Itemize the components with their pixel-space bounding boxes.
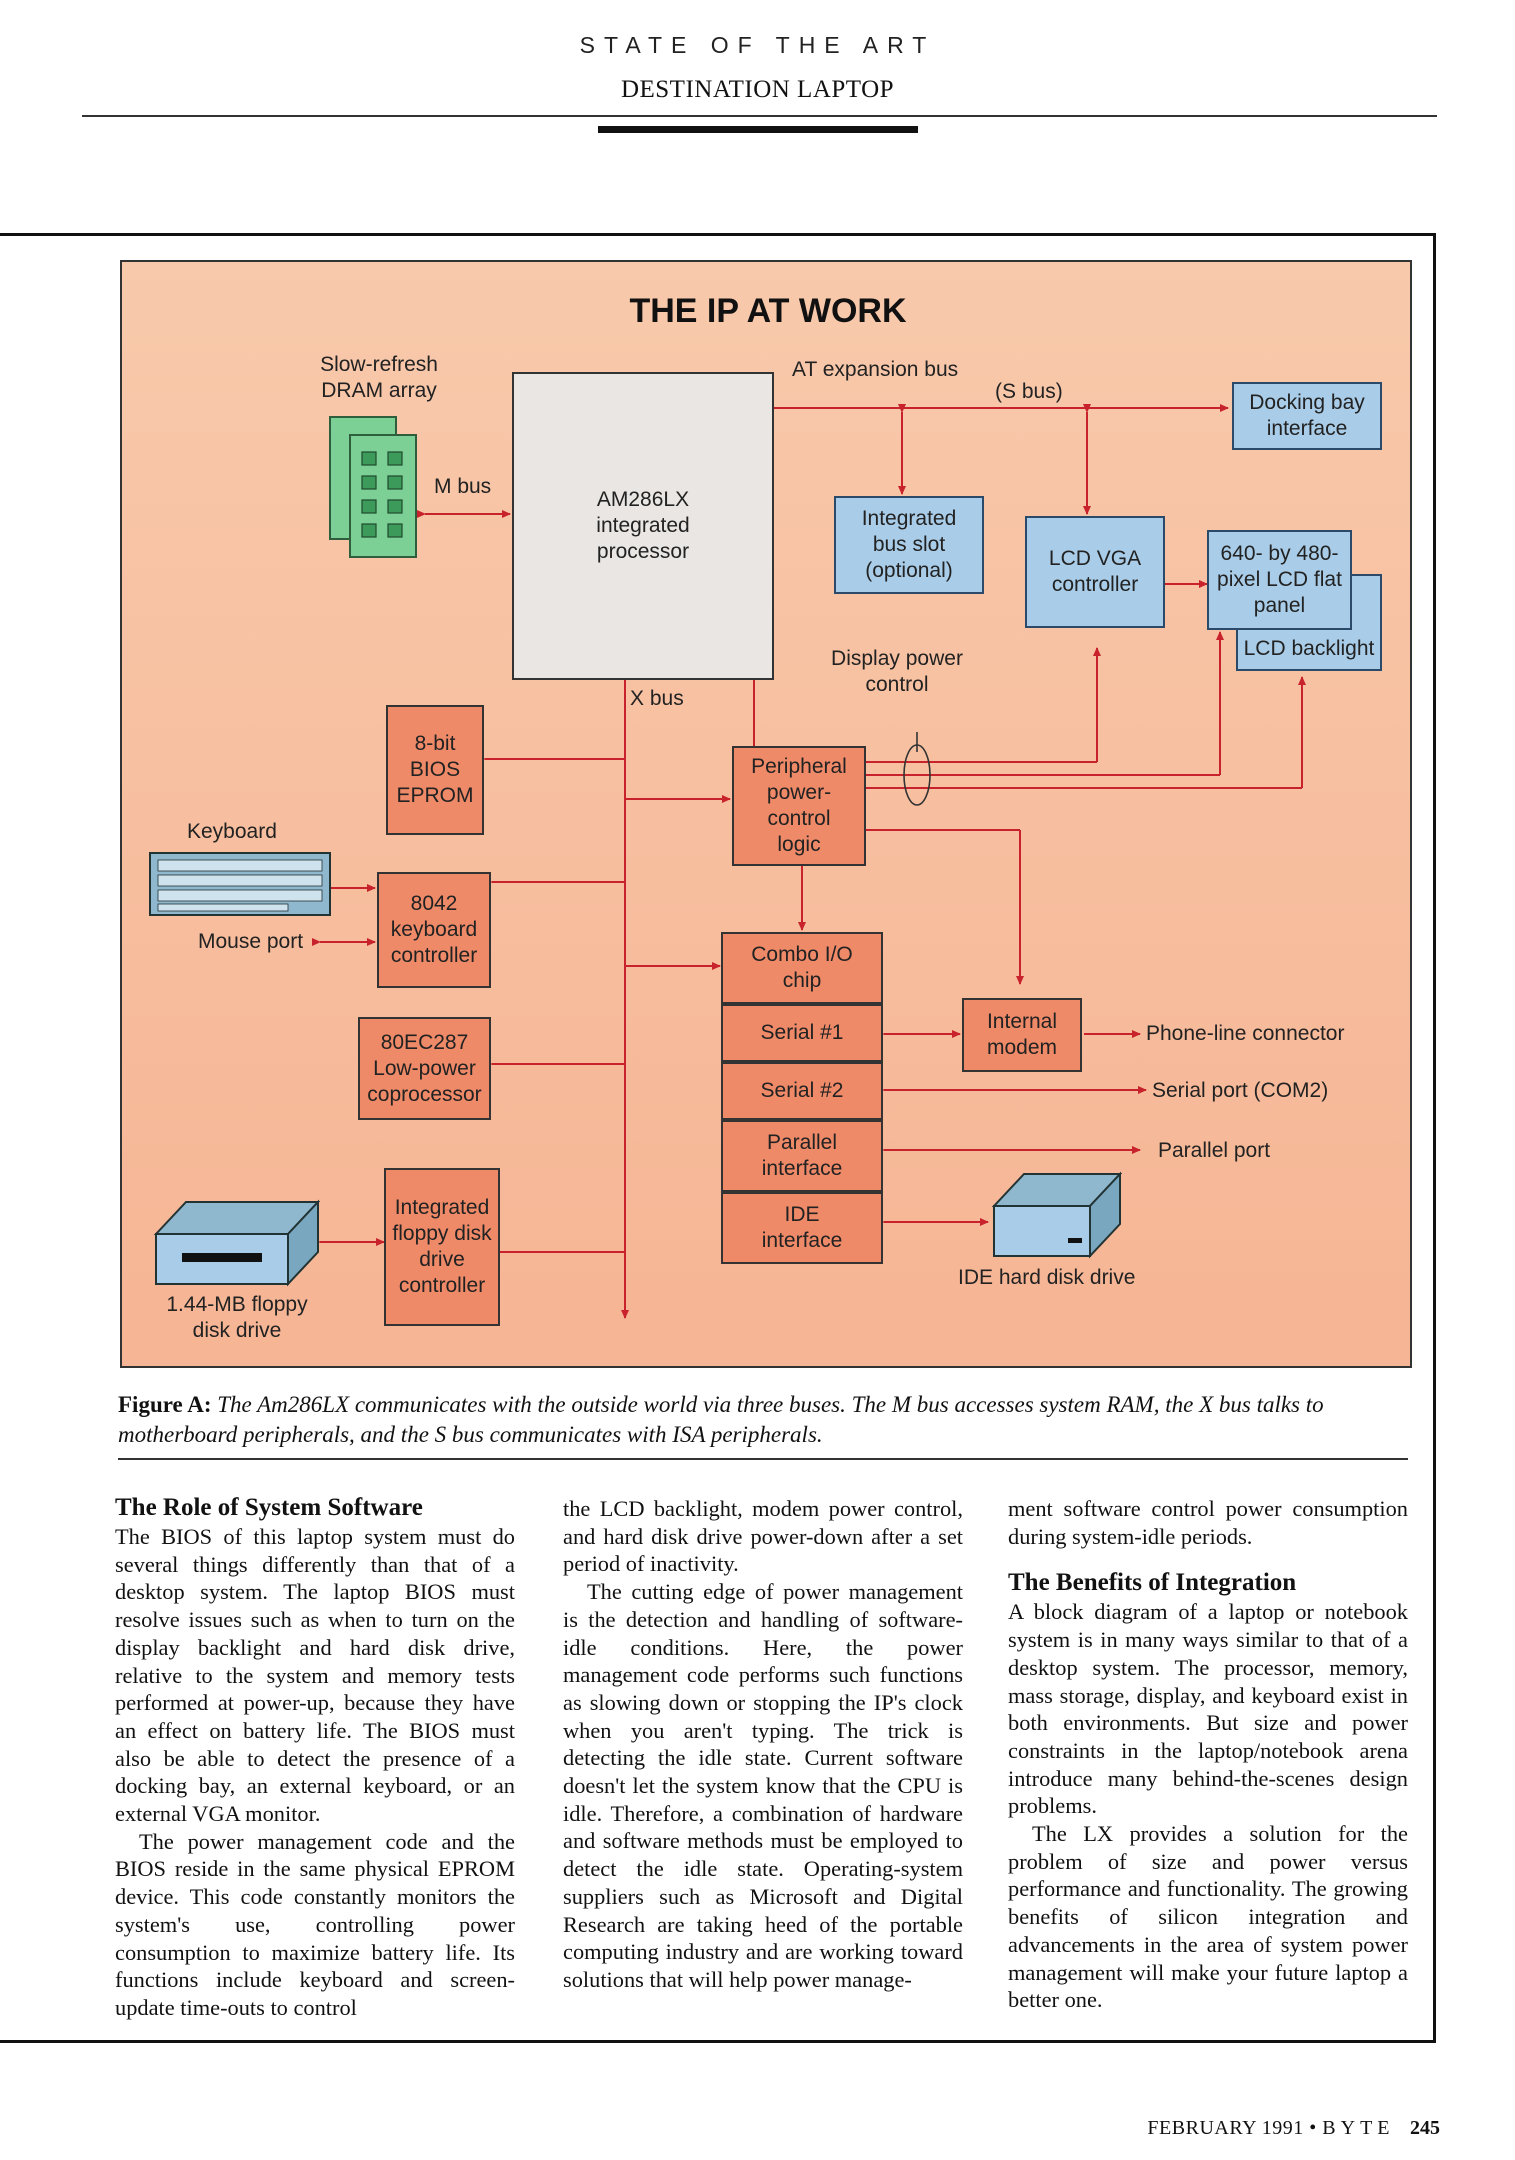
x-bus-label: X bus [630, 687, 684, 710]
serial-port-label: Serial port (COM2) [1152, 1079, 1329, 1102]
caption-label: Figure A: [118, 1392, 212, 1417]
figure-frame [0, 233, 1436, 2043]
lcd-panel-block: 640- by 480-pixel LCD flat panel [1207, 530, 1352, 630]
floppy-controller-label: Integrated floppy disk drive controller [392, 1196, 492, 1297]
bios-eprom-block: 8-bit BIOS EPROM [386, 705, 484, 835]
col2-paragraph-1: the LCD backlight, modem power control, … [563, 1496, 963, 1577]
diagram-title: THE IP AT WORK [629, 292, 907, 330]
floppy-drive-graphic [153, 1199, 321, 1287]
page-footer: FEBRUARY 1991 • BYTE 245 [1147, 2117, 1440, 2139]
docking-bay-label: Docking bay interface [1249, 391, 1365, 440]
figure-caption: Figure A: The Am286LX communicates with … [118, 1390, 1368, 1450]
col1-paragraph-1: The BIOS of this laptop system must do s… [115, 1524, 515, 1827]
article-column-2: the LCD backlight, modem power control, … [563, 1493, 963, 1994]
heading-role-of-system-software: The Role of System Software [115, 1494, 423, 1521]
peripheral-label: Peripheral power-control logic [751, 755, 847, 856]
hard-disk-graphic [991, 1171, 1123, 1259]
phone-line-label: Phone-line connector [1146, 1022, 1345, 1045]
coprocessor-block: 80EC287 Low-power coprocessor [358, 1017, 491, 1120]
parallel-interface-label: Parallel interface [761, 1131, 843, 1180]
caption-rule [118, 1458, 1408, 1460]
processor-label: AM286LX integrated processor [596, 488, 690, 563]
ide-interface-block: IDE interface [721, 1192, 883, 1264]
col1-paragraph-2: The power management code and the BIOS r… [115, 1828, 515, 2020]
block-diagram: THE IP AT WORK [120, 260, 1412, 1368]
serial2-label: Serial #2 [760, 1079, 844, 1102]
col3-paragraph-1: ment software control power consumption … [1008, 1496, 1408, 1549]
serial1-block: Serial #1 [721, 1004, 883, 1062]
lcd-vga-controller-block: LCD VGA controller [1025, 516, 1165, 628]
peripheral-power-block: Peripheral power-control logic [732, 746, 866, 866]
col3-paragraph-3: The LX provides a solution for the probl… [1008, 1821, 1408, 2013]
article-column-1: The Role of System Software The BIOS of … [115, 1493, 515, 2022]
col3-paragraph-2: A block diagram of a laptop or notebook … [1008, 1599, 1408, 1819]
at-expansion-bus-label: AT expansion bus [792, 358, 959, 381]
page-number: 245 [1410, 2117, 1440, 2139]
mouse-port-label: Mouse port [198, 930, 304, 953]
bus-slot-block: Integrated bus slot (optional) [834, 496, 984, 594]
caption-text: The Am286LX communicates with the outsid… [118, 1392, 1324, 1447]
dram-array-label: Slow-refresh DRAM array [320, 353, 438, 402]
floppy-drive-label: 1.44-MB floppy disk drive [166, 1293, 308, 1342]
combo-io-block: Combo I/O chip [721, 932, 883, 1004]
header-accent-rule [598, 126, 918, 133]
docking-bay-block: Docking bay interface [1232, 382, 1382, 450]
issue-date: FEBRUARY 1991 [1147, 2117, 1304, 2139]
bus-lines [149, 404, 1306, 1319]
bus-slot-label: Integrated bus slot (optional) [861, 507, 957, 582]
am286lx-processor-block: AM286LX integrated processor [512, 372, 774, 680]
dram-chips [329, 416, 417, 558]
coprocessor-label: 80EC287 Low-power coprocessor [367, 1030, 482, 1106]
ide-drive-label: IDE hard disk drive [958, 1266, 1136, 1289]
m-bus-label: M bus [434, 475, 492, 498]
col2-paragraph-2: The cutting edge of power management is … [563, 1579, 963, 1992]
lcd-panel-label: 640- by 480-pixel LCD flat panel [1217, 542, 1342, 617]
parallel-interface-block: Parallel interface [721, 1120, 883, 1192]
keyboard-graphic [149, 852, 331, 916]
floppy-controller-block: Integrated floppy disk drive controller [384, 1168, 500, 1326]
heading-benefits-of-integration: The Benefits of Integration [1008, 1569, 1297, 1597]
magazine-name: BYTE [1322, 2117, 1395, 2139]
serial1-label: Serial #1 [760, 1021, 844, 1044]
lcd-vga-label: LCD VGA controller [1048, 547, 1142, 596]
keyboard-label: Keyboard [187, 820, 277, 843]
s-bus-label: (S bus) [995, 380, 1063, 403]
keyboard-controller-label: 8042 keyboard controller [390, 892, 478, 967]
internal-modem-block: Internal modem [962, 998, 1082, 1072]
combo-io-label: Combo I/O chip [751, 943, 853, 992]
section-title: DESTINATION LAPTOP [620, 76, 895, 103]
bios-label: 8-bit BIOS EPROM [396, 732, 474, 807]
article-column-3: ment software control power consumption … [1008, 1493, 1408, 2014]
display-power-label: Display power control [831, 647, 963, 696]
parallel-port-label: Parallel port [1158, 1139, 1271, 1162]
header-rule [82, 115, 1437, 117]
ide-interface-label: IDE interface [761, 1203, 843, 1252]
serial2-block: Serial #2 [721, 1062, 883, 1120]
keyboard-controller-block: 8042 keyboard controller [377, 872, 491, 988]
internal-modem-label: Internal modem [986, 1010, 1058, 1059]
lcd-backlight-label: LCD backlight [1243, 636, 1375, 660]
section-kicker: STATE OF THE ART [579, 32, 936, 58]
